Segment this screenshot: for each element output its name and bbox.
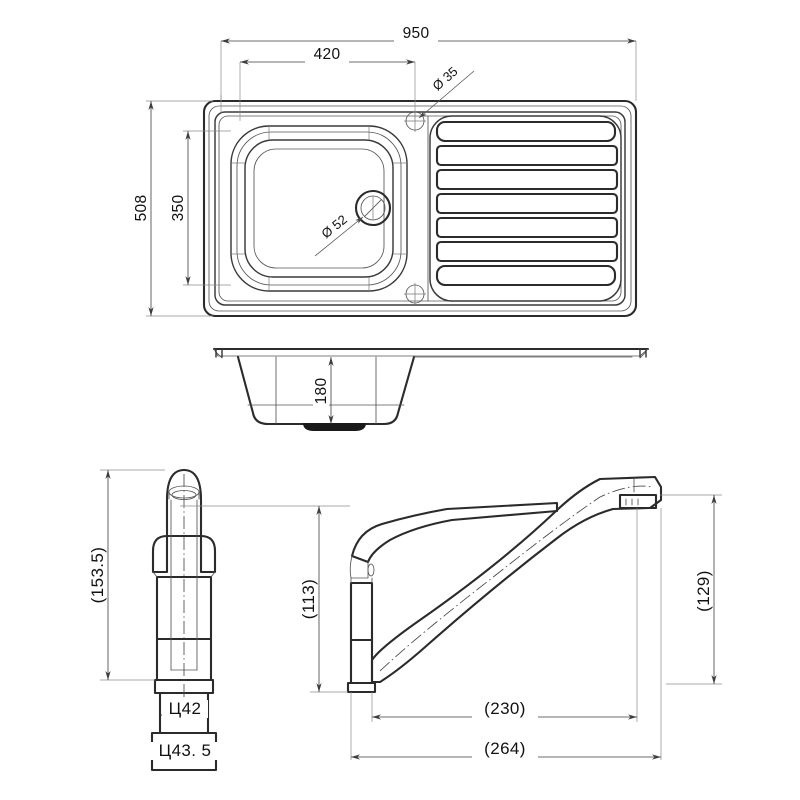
- dim-label-dia35: Ø 35: [429, 64, 460, 94]
- tap-side-body-neck: [350, 577, 373, 584]
- tap-front-shoulder-taper: [152, 571, 216, 578]
- drainer-rib: [435, 192, 619, 215]
- dim-label-113-group: (113): [299, 571, 318, 627]
- dim-label-dia35-group: Ø 35: [429, 64, 460, 94]
- drainer-rib: [435, 120, 617, 143]
- sink-bowl: [230, 125, 408, 292]
- dim-350-textbg: [170, 186, 186, 230]
- section-waste-boss: [303, 423, 366, 431]
- bowl-outer-lip: [230, 125, 408, 292]
- dim-113-textbg: [300, 571, 318, 627]
- dim-label-508-group: 508: [133, 186, 150, 230]
- bowl-wall-top: [244, 139, 394, 278]
- tap-front-lever-right: [199, 534, 217, 574]
- dim-label-420: 420: [314, 46, 341, 63]
- dim-label-180-group: 180: [313, 371, 330, 411]
- drainer-rib: [435, 168, 619, 191]
- drainer-rib: [435, 264, 617, 287]
- dim-label-phi435: Ц43. 5: [159, 741, 212, 760]
- drainer-rib: [435, 144, 619, 167]
- section-flange-left: [215, 351, 223, 359]
- tap-side-lever: [350, 501, 559, 564]
- drainer-rib: [435, 216, 619, 239]
- dim-label-180: 180: [313, 378, 330, 405]
- tap-side-spout: [370, 475, 663, 684]
- sink-section-view: 180: [212, 347, 650, 431]
- dim-label-113: (113): [299, 579, 318, 619]
- dim-label-129: (129): [694, 570, 713, 612]
- dim-1535-textbg: [89, 539, 107, 611]
- dim-label-phi42: Ц42: [169, 699, 202, 718]
- tap-side-lever-pivot: [367, 563, 375, 577]
- section-flange-right: [639, 351, 647, 359]
- leader-dia52: [314, 216, 364, 257]
- drainer-area: [429, 115, 622, 302]
- tap-side-spout-centerline: [379, 485, 653, 672]
- dim-label-350-group: 350: [170, 186, 187, 230]
- dim-180-textbg: [313, 371, 329, 411]
- tap-front-aerator-sides: [168, 491, 200, 500]
- dim-950-textbg: [394, 26, 438, 42]
- dim-420-textbg: [305, 47, 349, 63]
- sink-outer-rim: [202, 99, 638, 318]
- dim-label-1535-group: (153.5): [88, 539, 107, 611]
- tap-front-view: (153.5) Ц42 Ц43. 5: [88, 468, 220, 772]
- leader-dia35: [418, 70, 475, 119]
- sink-rim-inner-offset: [208, 105, 632, 312]
- tap-side-aerator-ribs: [625, 498, 639, 506]
- tap-side-view: (113) (129) (230) (264): [180, 475, 722, 760]
- dim-label-1535: (153.5): [88, 547, 107, 604]
- drainer-ribs: [435, 120, 619, 287]
- section-clip-right: [639, 348, 647, 358]
- dim-264-textbg: [472, 739, 538, 759]
- dim-label-350: 350: [170, 195, 187, 222]
- tap-front-barrel: [170, 499, 198, 671]
- tap-side-base-collar: [346, 681, 377, 694]
- waste-hole: [354, 189, 392, 227]
- dim-label-dia52: Ø 52: [318, 212, 349, 241]
- drainer-rib: [435, 240, 619, 263]
- dim-230-textbg: [472, 699, 538, 719]
- dim-508-textbg: [133, 186, 149, 230]
- dim-129-textbg: [695, 563, 713, 619]
- sink-plan-view: [202, 99, 638, 318]
- dim-label-508: 508: [133, 195, 150, 222]
- tap-side-body-lower: [349, 638, 374, 685]
- dim-label-230: (230): [484, 699, 526, 718]
- tap-side-aerator-housing: [618, 493, 658, 510]
- section-clip-left: [215, 348, 223, 358]
- dim-phi42-textbg: [162, 700, 208, 718]
- bowl-lip-offset: [236, 131, 402, 286]
- sink-deck-edge: [218, 115, 622, 302]
- dim-label-950: 950: [403, 25, 430, 42]
- tap-hole-lower: [404, 283, 426, 305]
- tap-side-body-upper: [349, 581, 374, 642]
- tap-hole-lower-center-mark: [404, 283, 426, 305]
- dim-phi435-textbg: [150, 742, 220, 760]
- bowl-base: [253, 148, 385, 269]
- waste-hole-outer: [354, 189, 392, 227]
- dim-label-129-group: (129): [694, 563, 713, 619]
- tap-front-spout-top: [165, 468, 203, 538]
- tap-front-base-collar: [153, 678, 215, 695]
- tap-front-lever-left: [151, 534, 169, 574]
- dim-label-dia52-group: Ø 52: [318, 212, 349, 241]
- dim-label-264: (264): [484, 739, 526, 758]
